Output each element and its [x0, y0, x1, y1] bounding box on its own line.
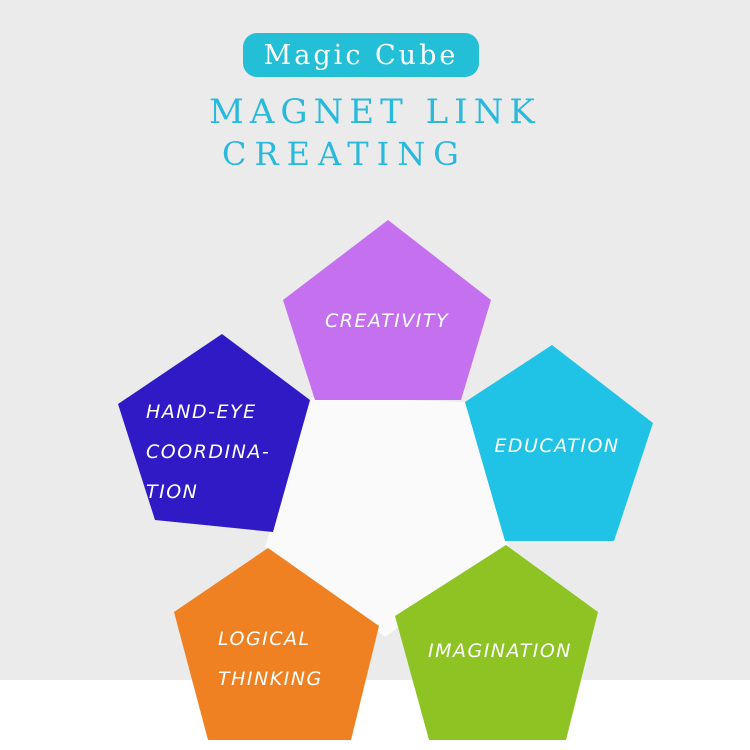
node-hand-eye-line-3: TION	[146, 481, 198, 503]
node-creativity	[283, 220, 491, 400]
center-pentagon	[265, 397, 509, 637]
node-creativity-line: CREATIVITY	[325, 310, 449, 332]
badge-label: Magic Cube	[263, 39, 459, 71]
node-logical-thinking	[174, 548, 379, 740]
node-imagination-line: IMAGINATION	[428, 640, 572, 662]
node-imagination-label: IMAGINATION	[428, 640, 572, 662]
node-imagination	[395, 545, 598, 740]
node-education-label: EDUCATION	[494, 435, 619, 457]
node-education-line: EDUCATION	[494, 435, 619, 457]
node-logical-thinking-label: LOGICAL THINKING	[218, 628, 323, 690]
node-hand-eye-line-1: HAND-EYE	[146, 401, 257, 423]
node-creativity-label: CREATIVITY	[325, 310, 449, 332]
bottom-band	[0, 680, 750, 750]
node-hand-eye-label: HAND-EYE COORDINA- TION	[146, 401, 278, 503]
node-hand-eye	[118, 334, 310, 532]
node-logical-thinking-line-2: THINKING	[218, 668, 323, 690]
headline-line-1: MAGNET LINK	[209, 92, 541, 132]
node-logical-thinking-line-1: LOGICAL	[218, 628, 311, 650]
node-hand-eye-line-2: COORDINA-	[146, 441, 270, 463]
magic-cube-badge: Magic Cube	[243, 33, 479, 77]
node-education	[465, 345, 653, 541]
headline-line-2: CREATING	[222, 135, 467, 173]
